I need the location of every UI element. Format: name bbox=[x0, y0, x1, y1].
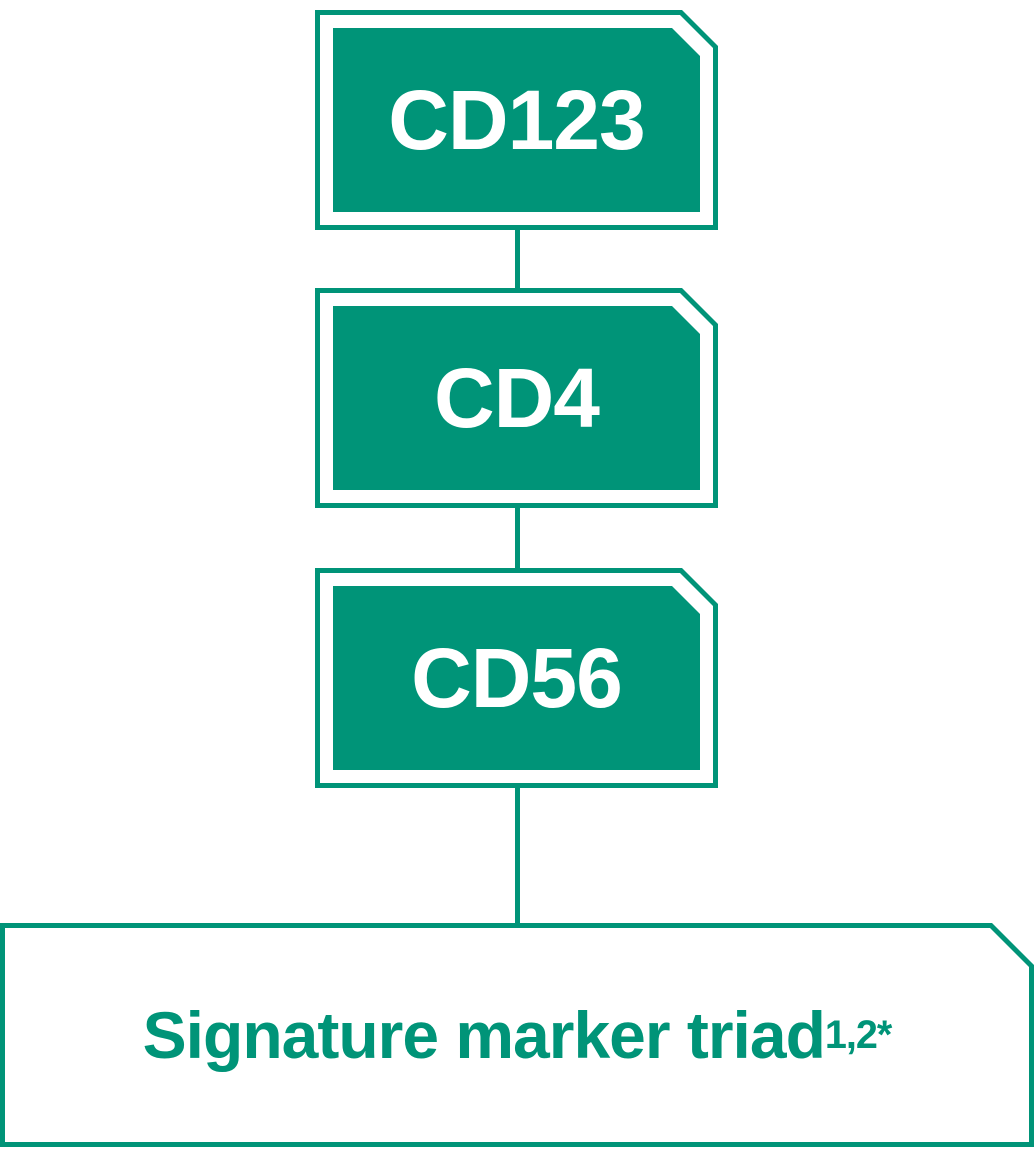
marker-label-cd123: CD123 bbox=[388, 72, 645, 167]
marker-box-fill bbox=[333, 28, 700, 212]
result-box-fill bbox=[5, 928, 1029, 1142]
marker-label-cd4: CD4 bbox=[433, 350, 600, 445]
marker-box-cd56: CD56 bbox=[315, 568, 718, 788]
marker-box-fill bbox=[333, 306, 700, 490]
marker-box-fill bbox=[333, 586, 700, 770]
marker-box-cd4: CD4 bbox=[315, 288, 718, 508]
marker-label-cd56: CD56 bbox=[411, 630, 623, 725]
result-text: Signature marker triad bbox=[142, 998, 826, 1072]
marker-box-cd123: CD123 bbox=[315, 10, 718, 230]
